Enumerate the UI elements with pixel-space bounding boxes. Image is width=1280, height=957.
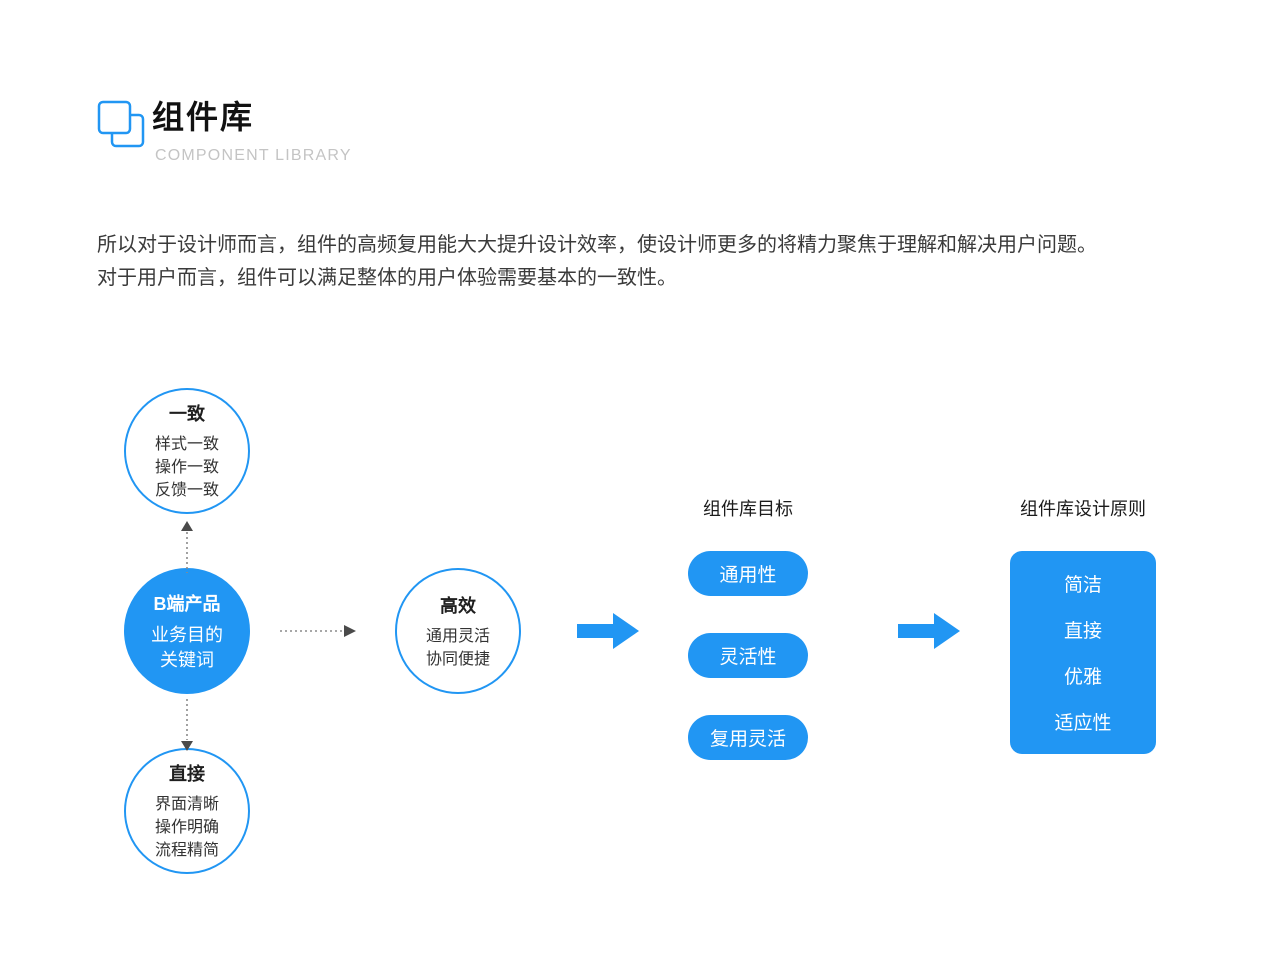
node-efficient: 高效 通用灵活 协同便捷 bbox=[395, 568, 521, 694]
arrow-right-icon bbox=[280, 625, 356, 637]
page-subtitle: COMPONENT LIBRARY bbox=[155, 147, 352, 164]
node-consistent-title: 一致 bbox=[169, 404, 205, 424]
thick-arrow-right-icon bbox=[898, 613, 960, 649]
node-b-product-line: 业务目的 bbox=[151, 624, 223, 645]
node-efficient-title: 高效 bbox=[440, 595, 476, 616]
node-b-product-title: B端产品 bbox=[153, 593, 221, 614]
principle-item: 适应性 bbox=[1054, 713, 1112, 734]
principles-heading: 组件库设计原则 bbox=[1020, 499, 1146, 519]
principle-item: 优雅 bbox=[1063, 667, 1102, 688]
node-b-product-line: 关键词 bbox=[160, 649, 214, 670]
node-b-product: B端产品 业务目的 关键词 bbox=[124, 568, 250, 694]
layers-icon bbox=[97, 100, 145, 148]
node-consistent: 一致 样式一致 操作一致 反馈一致 bbox=[124, 388, 250, 514]
intro-line-1: 所以对于设计师而言，组件的高频复用能大大提升设计效率，使设计师更多的将精力聚焦于… bbox=[97, 234, 1097, 256]
principle-item: 直接 bbox=[1063, 621, 1102, 642]
principles-box: 简洁 直接 优雅 适应性 bbox=[1010, 551, 1156, 754]
page-title: 组件库 bbox=[152, 99, 255, 135]
node-direct: 直接 界面清晰 操作明确 流程精简 bbox=[124, 748, 250, 874]
node-direct-line: 流程精简 bbox=[154, 842, 219, 859]
node-efficient-line: 通用灵活 bbox=[425, 627, 490, 645]
node-direct-line: 操作明确 bbox=[154, 819, 219, 836]
intro-paragraph: 所以对于设计师而言，组件的高频复用能大大提升设计效率，使设计师更多的将精力聚焦于… bbox=[97, 229, 1157, 295]
goal-pill-universality: 通用性 bbox=[688, 551, 808, 596]
node-consistent-line: 操作一致 bbox=[154, 459, 219, 476]
node-consistent-line: 样式一致 bbox=[154, 436, 219, 453]
principle-item: 简洁 bbox=[1063, 575, 1102, 596]
node-direct-title: 直接 bbox=[169, 764, 205, 784]
goal-pill-flexibility: 灵活性 bbox=[688, 633, 808, 678]
goals-heading: 组件库目标 bbox=[703, 499, 793, 519]
node-direct-line: 界面清晰 bbox=[154, 796, 219, 813]
goal-pill-reusability: 复用灵活 bbox=[688, 715, 808, 760]
arrow-up-icon bbox=[181, 521, 193, 573]
node-consistent-line: 反馈一致 bbox=[154, 482, 219, 499]
thick-arrow-right-icon bbox=[577, 613, 639, 649]
arrow-down-icon bbox=[181, 699, 193, 751]
node-efficient-line: 协同便捷 bbox=[425, 650, 490, 668]
intro-line-2: 对于用户而言，组件可以满足整体的用户体验需要基本的一致性。 bbox=[97, 267, 677, 289]
